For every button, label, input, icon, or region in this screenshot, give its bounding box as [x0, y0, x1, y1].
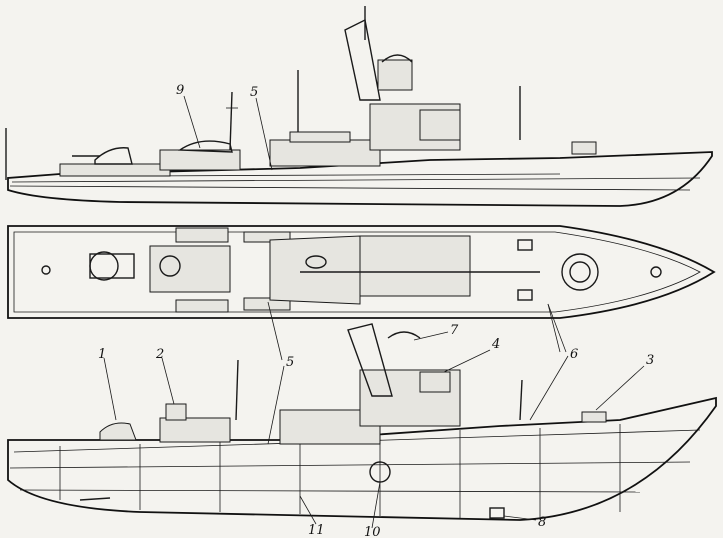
radar-section: [387, 331, 421, 339]
stern-fitting: [41, 265, 51, 275]
mast-section: [347, 323, 393, 397]
leader-6-b: [547, 303, 561, 353]
leader-5-top: [255, 97, 273, 171]
fwd-fitting-stbd: [517, 289, 533, 301]
leader-2: [161, 357, 175, 405]
aft-gun-turret: [94, 147, 133, 165]
inner-deck-2: [19, 489, 641, 493]
bridge-plan: [269, 235, 361, 305]
callout-1: 1: [98, 347, 106, 362]
section-view: 1 2 3 4 5 6 7 8 10 11: [7, 323, 717, 538]
callout-3: 3: [646, 353, 654, 368]
side-elevation-view: 9 5: [5, 6, 713, 207]
leader-6-a: [547, 303, 567, 353]
funnel-plan: [305, 255, 327, 269]
leader-11: [299, 495, 317, 525]
main-mast-lattice: [344, 18, 381, 101]
director-fwd: [419, 371, 451, 393]
radar-platform: [377, 59, 413, 91]
bridge-top: [289, 131, 351, 143]
leader-9: [183, 95, 201, 149]
hull-side-top: [7, 151, 713, 207]
callout-2: 2: [155, 347, 164, 362]
fwd-fitting-port: [517, 239, 533, 251]
callout-5-top: 5: [250, 85, 258, 100]
callout-11: 11: [308, 523, 325, 538]
fwd-launcher-section: [581, 411, 607, 423]
deck-rail-top: [11, 177, 701, 183]
propeller-shaft: [79, 497, 111, 501]
mid-dome-plan: [159, 255, 181, 277]
callout-8: 8: [538, 515, 546, 530]
sonar-dome: [489, 507, 505, 519]
leader-1: [103, 357, 117, 421]
fwd-launcher: [571, 141, 597, 155]
callout-6: 6: [570, 347, 578, 362]
leader-5-bottom: [267, 365, 285, 445]
porthole-row-top: [139, 173, 561, 177]
radar-dish: [381, 54, 413, 63]
aft-gun-section: [99, 422, 137, 441]
leader-3: [595, 365, 645, 411]
waterline-top: [9, 185, 691, 191]
mid-block-section: [159, 417, 231, 443]
inner-deck-1: [9, 461, 691, 469]
boat-port-mid: [243, 231, 291, 243]
fwd-deckhouse: [419, 109, 461, 141]
bulkheads: [59, 424, 621, 518]
callout-5-bottom: 5: [286, 355, 294, 370]
leader-4: [443, 349, 491, 373]
aft-deckhouse: [59, 163, 171, 177]
aft-gun-mount: [89, 253, 135, 279]
leader-10: [371, 481, 381, 529]
hull-section: [7, 396, 717, 521]
tower-plan: [359, 235, 471, 297]
deck-edge: [13, 231, 701, 313]
callout-10: 10: [364, 525, 381, 538]
boat-port-aft: [175, 227, 229, 243]
callout-7: 7: [450, 323, 459, 338]
fwd-gun-plan: [561, 253, 599, 291]
aft-mast: [229, 91, 233, 151]
leader-5-plan: [267, 301, 283, 361]
fwd-mast-section: [519, 379, 523, 421]
aft-mast-section: [235, 359, 239, 421]
mid-block-plan: [149, 245, 231, 293]
callout-4: 4: [491, 337, 500, 352]
mid-deckhouse: [159, 149, 241, 171]
leader-6-section: [529, 355, 569, 421]
leader-8: [503, 515, 537, 521]
fwd-gun-inner: [569, 261, 591, 283]
boat-stbd-aft: [175, 299, 229, 313]
boat-stbd-mid: [243, 297, 291, 311]
callout-9: 9: [176, 83, 184, 98]
anchor-windlass: [650, 266, 662, 278]
bridge-block: [269, 139, 381, 167]
director-section: [165, 403, 187, 421]
leader-7: [413, 331, 449, 341]
deck-plan-view: [7, 225, 716, 361]
